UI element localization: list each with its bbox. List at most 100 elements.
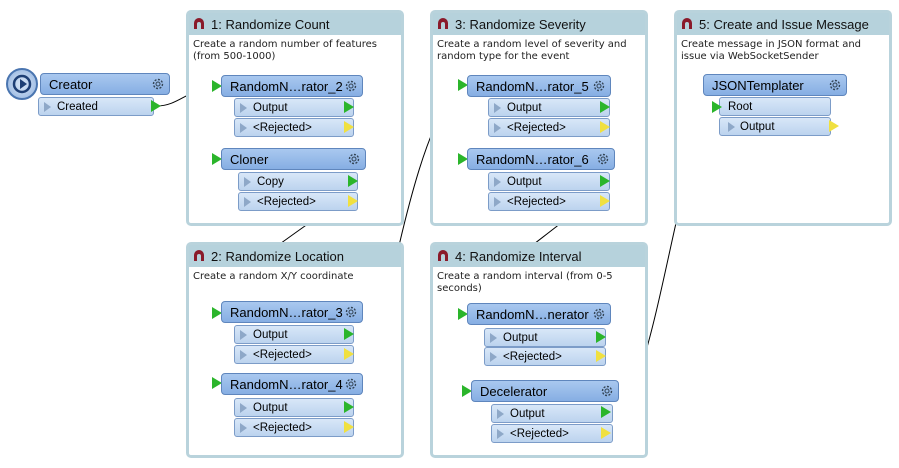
port-label: Copy [257,175,284,188]
randomnumbergenerator-5-node[interactable]: RandomN…rator_5 [467,75,611,97]
port-label: Output [507,175,542,188]
output-port-icon[interactable] [600,101,610,113]
output-port-icon[interactable] [601,406,611,418]
rejected-port[interactable]: <Rejected> [491,424,613,443]
root-input-port[interactable]: Root [719,97,831,116]
copy-port[interactable]: Copy [238,172,358,191]
output-port-icon[interactable] [596,331,606,343]
rejected-port-icon[interactable] [348,195,358,207]
bookmark-create-issue-message[interactable]: 5: Create and Issue Message Create messa… [674,10,892,226]
rejected-port-icon[interactable] [344,421,354,433]
bookmark-description: Create a random level of severity and ra… [437,39,627,62]
decelerator-node[interactable]: Decelerator [471,380,619,402]
node-label: RandomN…rator_3 [230,304,343,320]
creator-header[interactable]: Creator [40,73,170,95]
input-port-icon[interactable] [458,79,468,91]
expand-triangle-icon [497,429,504,439]
creator-node[interactable]: Creator Created [6,68,170,120]
rejected-port-icon[interactable] [596,350,606,362]
input-port-icon[interactable] [212,377,222,389]
expand-triangle-icon [244,177,251,187]
output-port-icon[interactable] [600,175,610,187]
bookmark-header[interactable]: 2: Randomize Location [189,245,401,267]
input-port-icon[interactable] [458,308,468,320]
expand-triangle-icon [240,350,247,360]
bookmark-header[interactable]: 1: Randomize Count [189,13,401,35]
rejected-port[interactable]: <Rejected> [488,118,610,137]
input-port-icon[interactable] [212,307,222,319]
rejected-port-icon[interactable] [344,121,354,133]
gear-icon[interactable] [596,152,610,166]
randomnumbergenerator-2-node[interactable]: RandomN…rator_2 [221,75,363,97]
rejected-port-icon[interactable] [600,195,610,207]
gear-icon[interactable] [344,377,358,391]
gear-icon[interactable] [592,307,606,321]
output-port-icon[interactable] [829,120,839,132]
rejected-port[interactable]: <Rejected> [234,418,354,437]
rejected-port[interactable]: <Rejected> [238,192,358,211]
port-label: <Rejected> [257,195,316,208]
port-label: Output [510,407,545,420]
port-label: Output [253,101,288,114]
output-port[interactable]: Output [491,404,613,423]
bookmark-header[interactable]: 4: Randomize Interval [433,245,645,267]
gear-icon[interactable] [347,152,361,166]
bookmark-icon [193,18,205,30]
input-port-icon[interactable] [212,153,222,165]
output-port-icon[interactable] [151,100,161,112]
gear-icon[interactable] [600,384,614,398]
output-port-icon[interactable] [344,328,354,340]
rejected-port-icon[interactable] [600,121,610,133]
gear-icon[interactable] [151,77,165,91]
bookmark-description: Create a random interval (from 0-5 secon… [437,271,613,294]
rejected-port[interactable]: <Rejected> [234,345,354,364]
output-port-icon[interactable] [344,101,354,113]
randomnumbergenerator-node[interactable]: RandomN…nerator [467,303,611,325]
output-port[interactable]: Output [484,328,606,347]
bookmark-icon [681,18,693,30]
expand-triangle-icon [240,403,247,413]
bookmark-icon [437,18,449,30]
port-label: <Rejected> [253,348,312,361]
node-label: RandomN…nerator [476,306,589,322]
output-port-icon[interactable] [348,175,358,187]
port-label: Output [503,331,538,344]
port-label: Root [728,100,753,113]
bookmark-title: 3: Randomize Severity [455,16,586,32]
rejected-port[interactable]: <Rejected> [484,347,606,366]
randomnumbergenerator-4-node[interactable]: RandomN…rator_4 [221,373,363,395]
output-port[interactable]: Output [234,398,354,417]
rejected-port-icon[interactable] [601,427,611,439]
output-port[interactable]: Output [234,98,354,117]
gear-icon[interactable] [344,305,358,319]
bookmark-icon [437,250,449,262]
output-port-icon[interactable] [344,401,354,413]
output-port[interactable]: Output [488,172,610,191]
output-port[interactable]: Output [488,98,610,117]
gear-icon[interactable] [344,79,358,93]
node-label: Cloner [230,151,269,167]
gear-icon[interactable] [592,79,606,93]
rejected-port[interactable]: <Rejected> [488,192,610,211]
bookmark-header[interactable]: 5: Create and Issue Message [677,13,889,35]
rejected-port-icon[interactable] [344,348,354,360]
gear-icon[interactable] [828,78,842,92]
cloner-node[interactable]: Cloner [221,148,366,170]
node-label: Decelerator [480,383,548,399]
expand-triangle-icon [240,423,247,433]
input-port-icon[interactable] [212,80,222,92]
input-port-icon[interactable] [458,153,468,165]
creator-created-port[interactable]: Created [38,97,154,116]
output-port[interactable]: Output [719,117,831,136]
jsontemplater-node[interactable]: JSONTemplater [703,74,847,96]
input-port-icon[interactable] [712,101,722,113]
bookmark-header[interactable]: 3: Randomize Severity [433,13,645,35]
expand-triangle-icon [240,103,247,113]
port-label: <Rejected> [253,421,312,434]
input-port-icon[interactable] [462,385,472,397]
expand-triangle-icon [490,333,497,343]
rejected-port[interactable]: <Rejected> [234,118,354,137]
randomnumbergenerator-6-node[interactable]: RandomN…rator_6 [467,148,615,170]
randomnumbergenerator-3-node[interactable]: RandomN…rator_3 [221,301,363,323]
output-port[interactable]: Output [234,325,354,344]
